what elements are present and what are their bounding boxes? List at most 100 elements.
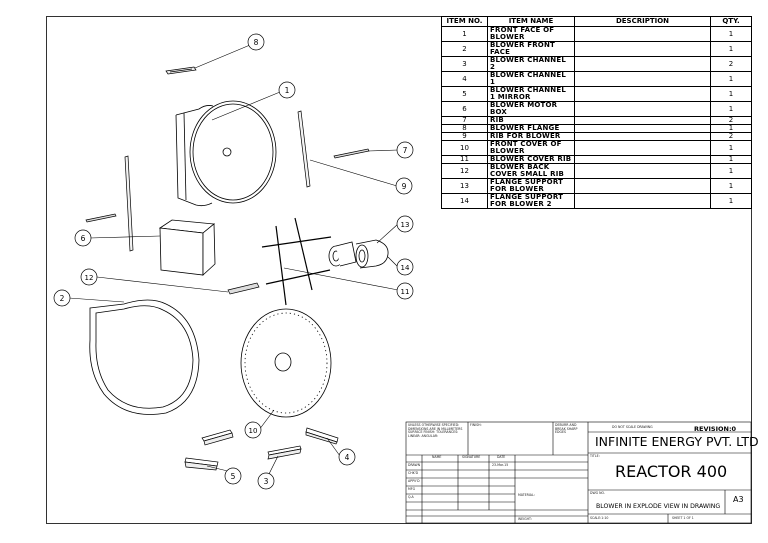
bom-item-no: 10	[441, 140, 488, 156]
svg-text:12: 12	[85, 274, 94, 282]
bom-description	[574, 86, 711, 102]
balloon-8: 8	[247, 33, 265, 51]
bom-item-no: 14	[441, 193, 488, 209]
bom-item-no: 7	[441, 116, 488, 125]
balloon-9: 9	[395, 177, 413, 195]
bom-item-no: 9	[441, 132, 488, 141]
part-10-front-cover	[240, 308, 332, 418]
bom-qty: 1	[710, 86, 752, 102]
svg-text:9: 9	[402, 182, 407, 191]
bom-item-name: FRONT FACE OF BLOWER	[487, 26, 575, 42]
svg-text:10: 10	[249, 427, 258, 435]
bom-item-name: FLANGE SUPPORT FOR BLOWER 2	[487, 193, 575, 209]
revision-label: REVISION:0	[694, 425, 737, 433]
do-not-scale-note: DO NOT SCALE DRAWING	[612, 425, 653, 429]
approved-label: APPV'D	[408, 479, 420, 483]
bom-item-no: 5	[441, 86, 488, 102]
scale-label: SCALE:1:10	[590, 516, 609, 520]
bom-header-description: DESCRIPTION	[574, 16, 711, 27]
bom-item-name: BLOWER FLANGE	[487, 124, 575, 133]
bom-item-name: BLOWER CHANNEL 1 MIRROR	[487, 86, 575, 102]
mfg-label: MFG	[408, 487, 416, 491]
part-11-cover-rib	[261, 217, 332, 306]
bom-item-no: 6	[441, 101, 488, 117]
part-3-4-5-channels	[184, 427, 339, 471]
bom-header-item-name: ITEM NAME	[487, 16, 575, 27]
bom-description	[574, 163, 711, 179]
balloon-2: 2	[53, 289, 71, 307]
bom-qty: 2	[710, 116, 752, 125]
bom-description	[574, 124, 711, 133]
part-13-14-flange-supports	[328, 239, 389, 269]
balloon-7: 7	[396, 141, 414, 159]
bom-qty: 2	[710, 56, 752, 72]
svg-text:8: 8	[254, 38, 259, 47]
bom-header-row: ITEM NO. ITEM NAME DESCRIPTION QTY.	[441, 16, 752, 27]
bom-qty: 1	[710, 71, 752, 87]
bom-qty: 1	[710, 101, 752, 117]
drawing-border	[46, 16, 752, 524]
balloon-6: 6	[74, 229, 92, 247]
bom-item-no: 2	[441, 41, 488, 57]
bom-description	[574, 132, 711, 141]
weight-label: WEIGHT:	[518, 517, 532, 521]
bom-item-name: BLOWER FRONT FACE	[487, 41, 575, 57]
bom-item-name: BLOWER CHANNEL 1	[487, 71, 575, 87]
bom-qty: 1	[710, 155, 752, 164]
bom-description	[574, 193, 711, 209]
bom-qty: 2	[710, 132, 752, 141]
balloon-1: 1	[278, 81, 296, 99]
bom-description	[574, 41, 711, 57]
finish-label: FINISH:	[470, 423, 482, 427]
bom-description	[574, 140, 711, 156]
svg-text:11: 11	[401, 288, 410, 296]
balloon-5: 5	[224, 467, 242, 485]
bom-item-name: BLOWER COVER RIB	[487, 155, 575, 164]
bom-item-name: BLOWER MOTOR BOX	[487, 101, 575, 117]
part-12-small-rib	[227, 282, 260, 295]
part-7-rib	[124, 110, 311, 252]
bom-item-no: 3	[441, 56, 488, 72]
unless-specified-note: UNLESS OTHERWISE SPECIFIED: DIMENSIONS A…	[408, 423, 463, 438]
deburr-note: DEBURR AND BREAK SHARP EDGES	[555, 423, 578, 435]
svg-text:14: 14	[401, 264, 410, 272]
bom-item-no: 13	[441, 178, 488, 194]
bom-qty: 1	[710, 178, 752, 194]
balloon-10: 10	[244, 421, 262, 439]
company-name: INFINITE ENERGY PVT. LTD	[595, 434, 759, 449]
part-8-blower-flange	[165, 66, 197, 75]
bom-qty: 1	[710, 140, 752, 156]
svg-text:2: 2	[60, 294, 65, 303]
qa-label: Q.A	[408, 495, 414, 499]
bom-qty: 1	[710, 124, 752, 133]
bom-description	[574, 56, 711, 72]
svg-text:6: 6	[81, 234, 86, 243]
bom-item-no: 11	[441, 155, 488, 164]
bom-item-name: FRONT COVER OF BLOWER	[487, 140, 575, 156]
bom-item-no: 12	[441, 163, 488, 179]
bom-description	[574, 101, 711, 117]
bom-qty: 1	[710, 26, 752, 42]
part-1-front-face	[175, 100, 277, 207]
sheet-size: A3	[733, 495, 744, 504]
bom-item-no: 8	[441, 124, 488, 133]
balloon-12: 12	[80, 268, 98, 286]
bom-item-name: RIB	[487, 116, 575, 125]
balloon-13: 13	[396, 215, 414, 233]
bom-description	[574, 26, 711, 42]
bom-qty: 1	[710, 41, 752, 57]
balloon-4: 4	[338, 448, 356, 466]
